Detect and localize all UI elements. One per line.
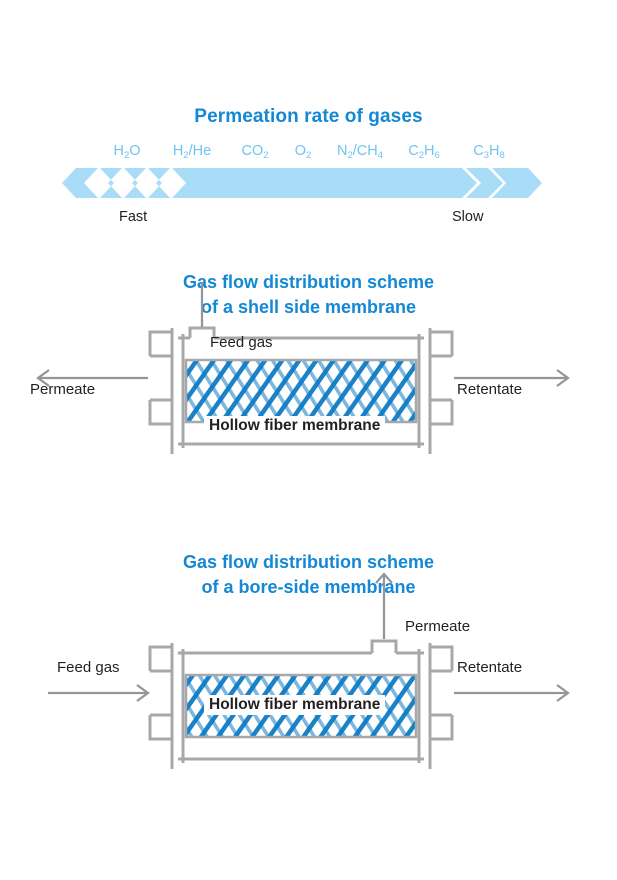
bar-right-chevron — [466, 168, 503, 198]
shell-side-module-diagram — [36, 320, 570, 454]
bar-right-tail — [492, 168, 542, 198]
gas-label-co2: CO2 — [241, 143, 269, 161]
permeation-title: Permeation rate of gases — [194, 106, 423, 127]
bar-left-arrowhead — [62, 168, 98, 198]
bore-title-line1: Gas flow distribution scheme — [182, 552, 435, 572]
bar-chevron-2 — [124, 168, 146, 198]
gas-label-n2-ch4: N2/CH4 — [336, 143, 384, 161]
shell-title-line2: of a shell side membrane — [200, 297, 417, 317]
gas-label-c3h8: C3H8 — [473, 143, 505, 161]
gas-label-h2o: H2O — [113, 143, 141, 161]
bore-side-scheme-section: Gas flow distribution scheme of a bore-s… — [0, 540, 617, 830]
shell-title-line1: Gas flow distribution scheme — [182, 272, 435, 292]
bore-membrane-caption: Hollow fiber membrane — [204, 695, 386, 715]
bore-retentate-label: Retentate — [457, 659, 523, 676]
shell-permeate-arrow — [36, 369, 148, 387]
shell-feed-inlet-stub — [188, 326, 216, 338]
shell-side-scheme-section: Gas flow distribution scheme of a shell … — [0, 250, 617, 510]
bore-permeate-label: Permeate — [405, 618, 471, 635]
shell-feed-gas-label: Feed gas — [210, 334, 273, 351]
gas-label-row: H2O H2/He CO2 O2 N2/CH4 C2H6 C3H8 — [62, 143, 542, 165]
bore-feed-gas-arrow — [48, 684, 150, 702]
bore-title-line2: of a bore-side membrane — [201, 577, 416, 597]
permeation-rate-bar — [62, 168, 542, 198]
bore-permeate-arrow-stem — [375, 572, 393, 608]
bore-feed-gas-label: Feed gas — [57, 659, 120, 676]
bore-retentate-arrow — [454, 684, 570, 702]
shell-retentate-label: Retentate — [457, 381, 523, 398]
bore-permeate-outlet-stub — [370, 639, 398, 653]
shell-scheme-title: Gas flow distribution scheme of a shell … — [0, 270, 617, 320]
bar-chevron-1 — [100, 168, 122, 198]
shell-membrane-caption: Hollow fiber membrane — [204, 416, 386, 436]
bar-chevron-3 — [148, 168, 170, 198]
gas-label-c2h6: C2H6 — [408, 143, 440, 161]
gas-label-h2-he: H2/He — [172, 143, 212, 161]
shell-permeate-label: Permeate — [30, 381, 96, 398]
slow-label: Slow — [452, 209, 484, 225]
shell-retentate-arrow — [454, 369, 570, 387]
shell-module-housing — [148, 326, 454, 454]
gas-label-o2: O2 — [294, 143, 312, 161]
permeation-rate-section: Permeation rate of gases H2O H2/He CO2 O… — [0, 0, 617, 250]
fast-label: Fast — [119, 209, 148, 225]
shell-feed-arrow-stem — [200, 282, 204, 327]
bore-permeate-arrow — [382, 605, 386, 639]
bar-main-body — [172, 168, 477, 198]
bore-scheme-title: Gas flow distribution scheme of a bore-s… — [0, 550, 617, 600]
